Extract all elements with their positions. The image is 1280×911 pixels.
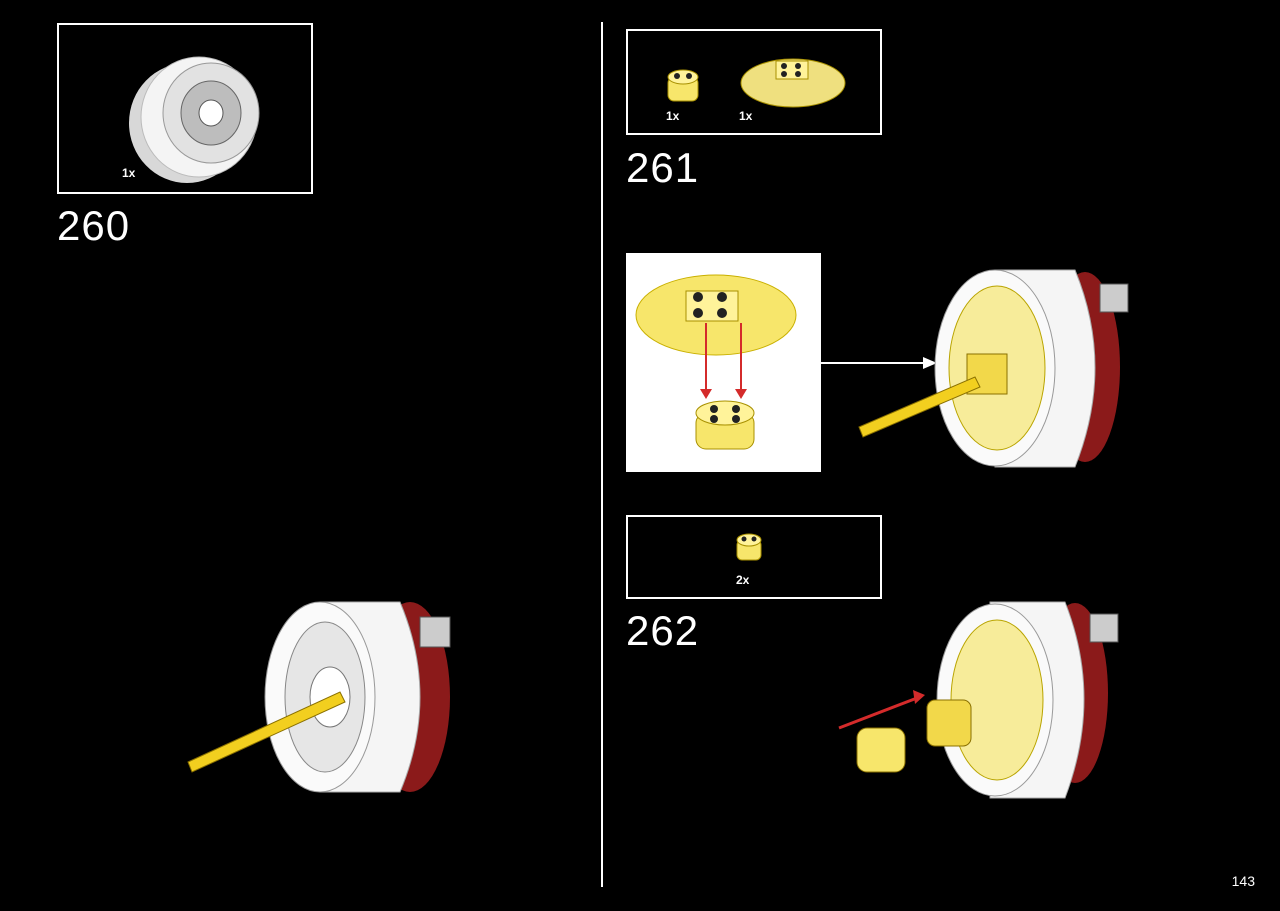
sub-assembly-illustration <box>635 274 797 450</box>
round-brick-part-icon <box>736 533 762 561</box>
step-number-261: 261 <box>626 144 700 191</box>
parts-list-step-262: 2x <box>626 515 882 599</box>
page-number: 143 <box>1231 873 1255 889</box>
step-number-260: 260 <box>57 202 131 249</box>
wheel-rim-part-icon <box>129 56 260 183</box>
parts-list-step-261: 1x 1x <box>626 29 882 135</box>
wheel-assembly-illustration <box>187 601 451 793</box>
wheel-with-bricks-illustration <box>838 601 1119 799</box>
step-number-262: 262 <box>626 607 700 654</box>
part-quantity: 2x <box>736 573 750 587</box>
wheel-with-plate-illustration <box>858 269 1129 468</box>
page-divider <box>601 22 603 887</box>
part-quantity: 1x <box>739 109 753 123</box>
round-plate-part-icon <box>740 58 846 108</box>
part-quantity: 1x <box>666 109 680 123</box>
callout-arrow <box>821 357 937 369</box>
round-brick-part-icon <box>667 69 699 102</box>
part-quantity: 1x <box>122 166 136 180</box>
parts-list-step-260: 1x <box>57 23 313 194</box>
sub-assembly-callout <box>626 253 821 472</box>
